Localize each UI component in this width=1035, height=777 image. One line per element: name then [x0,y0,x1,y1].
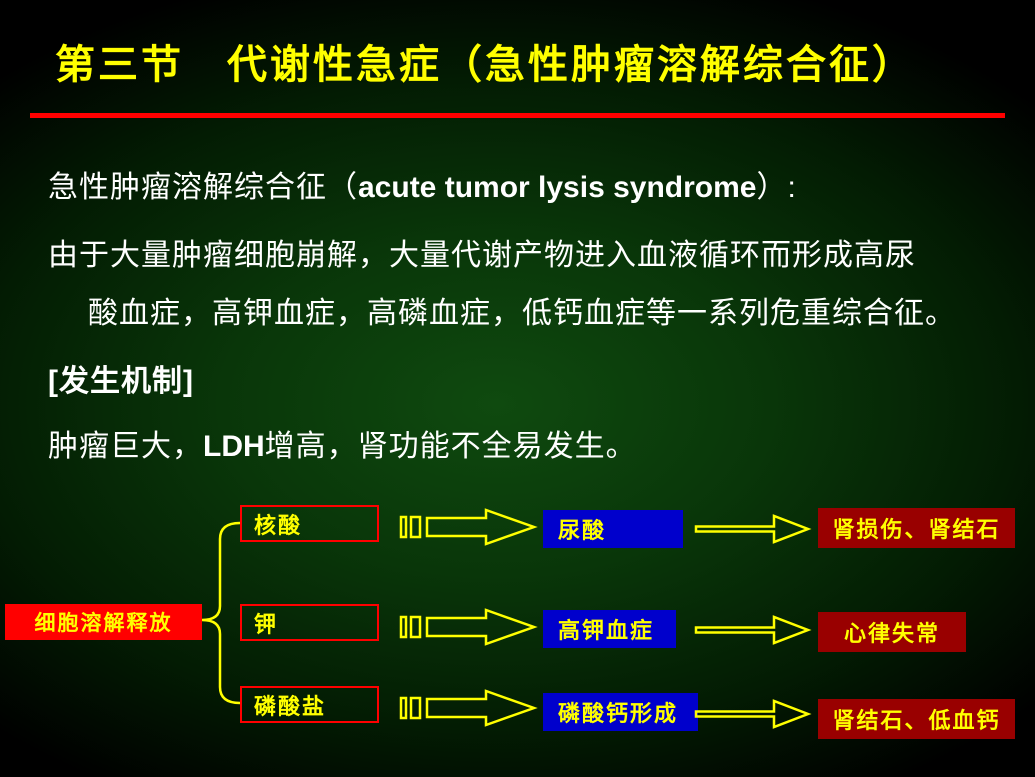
definition-pre: 急性肿瘤溶解综合征（ [48,171,358,204]
substance-box: 磷酸盐 [240,686,379,723]
definition-latin: acute tumor lysis syndrome [358,171,757,204]
mechanism-note: 肿瘤巨大，LDH增高，肾功能不全易发生。 [48,421,637,465]
mechanism-pre: 肿瘤巨大， [48,430,203,463]
definition-line: 急性肿瘤溶解综合征（acute tumor lysis syndrome）: [48,162,797,206]
description-line-1: 由于大量肿瘤细胞崩解，大量代谢产物进入血液循环而形成高尿 [48,239,916,272]
title-divider [30,113,1005,118]
substance-box: 钾 [240,604,379,641]
arrow-icon [694,699,812,729]
slide-title: 第三节 代谢性急症（急性肿瘤溶解综合征） [55,43,915,87]
source-box: 细胞溶解释放 [5,604,202,640]
product-box: 尿酸 [543,510,683,548]
outcome-box: 心律失常 [818,612,966,652]
substance-box: 核酸 [240,505,379,542]
striped-arrow-icon [399,689,538,727]
striped-arrow-icon [399,508,538,546]
description-line-2: 酸血症，高钾血症，高磷血症，低钙血症等一系列危重综合征。 [88,297,956,330]
product-box: 磷酸钙形成 [543,693,698,731]
product-box: 高钾血症 [543,610,676,648]
striped-arrow-icon [399,608,538,646]
section-header: [发生机制] [48,365,194,398]
mechanism-post: 增高，肾功能不全易发生。 [264,430,637,463]
outcome-box: 肾损伤、肾结石 [818,508,1015,548]
definition-post: ）: [756,171,797,204]
mechanism-latin: LDH [203,430,265,463]
arrow-icon [694,615,812,645]
brace-connector-icon [201,521,241,705]
arrow-icon [694,514,812,544]
outcome-box: 肾结石、低血钙 [818,699,1015,739]
